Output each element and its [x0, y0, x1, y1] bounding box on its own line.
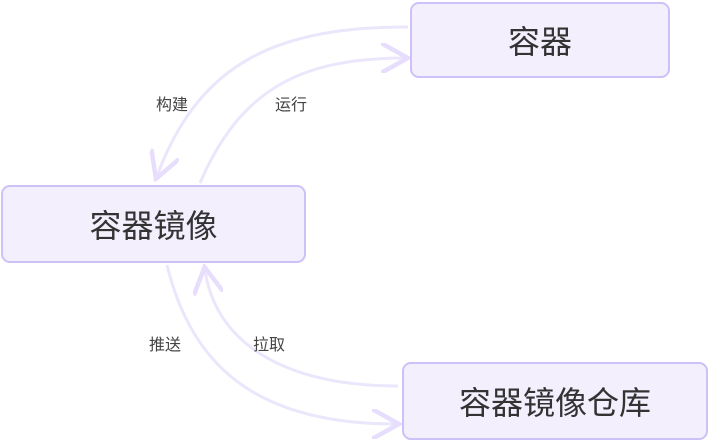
- edge-label-build: 构建: [156, 95, 189, 114]
- edge-label-push: 推送: [149, 335, 182, 354]
- edge-push: [165, 264, 396, 424]
- edge-pull: [205, 270, 399, 388]
- node-image[interactable]: 容器镜像: [1, 185, 306, 263]
- edge-run: [198, 58, 405, 184]
- edge-label-pull: 拉取: [253, 335, 286, 354]
- node-container[interactable]: 容器: [410, 2, 670, 78]
- edge-label-run: 运行: [275, 95, 308, 114]
- edge-build: [157, 25, 409, 176]
- node-registry[interactable]: 容器镜像仓库: [402, 362, 708, 440]
